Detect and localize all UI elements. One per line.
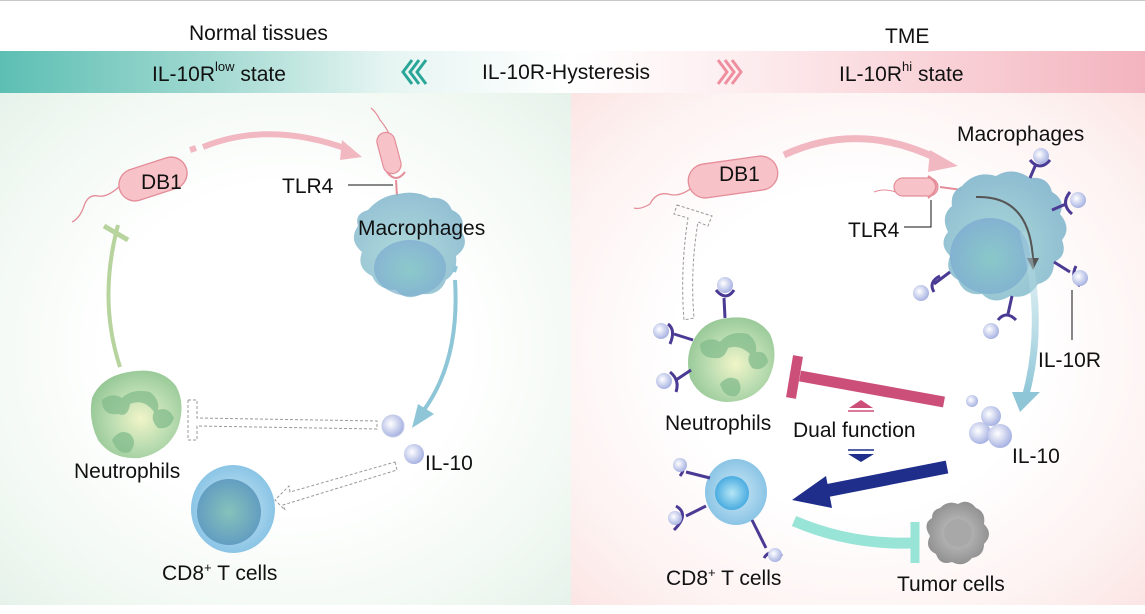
il10-cluster-icon bbox=[966, 395, 1012, 448]
il10-molecule-icon bbox=[381, 414, 405, 438]
db1-label-right: DB1 bbox=[719, 163, 760, 186]
il10-inhibits-neutrophil-bar bbox=[786, 355, 945, 408]
db1-bacterium-icon bbox=[71, 156, 188, 223]
il10-activates-cd8-arrow bbox=[792, 460, 949, 508]
tlr4-bacterium-icon bbox=[370, 107, 406, 197]
macrophages-label-right: Macrophages bbox=[957, 123, 1084, 146]
cd8-label-right: CD8+ T cells bbox=[666, 565, 781, 590]
il10-receptors-macrophage bbox=[930, 158, 1081, 322]
neutrophil-cell-left bbox=[90, 370, 182, 459]
il10-molecules-on-cd8 bbox=[668, 458, 782, 562]
tlr4-leader-line-right bbox=[904, 200, 932, 228]
tumor-cell bbox=[926, 501, 989, 565]
neutrophil-inhibits-db1-dashed bbox=[673, 204, 713, 321]
tme-panel bbox=[571, 93, 1145, 605]
tlr4-label: TLR4 bbox=[282, 175, 334, 198]
db1-to-macrophage-arrow bbox=[189, 131, 362, 160]
state-superscript: hi bbox=[902, 59, 913, 74]
tumor-cells-label: Tumor cells bbox=[897, 573, 1005, 596]
il10r-low-state-label: IL-10Rlow state bbox=[152, 59, 286, 87]
macrophage-cell-right bbox=[943, 171, 1067, 301]
cd8-suffix: T cells bbox=[212, 562, 278, 585]
cd8-superscript: + bbox=[708, 565, 716, 580]
receptors-neutrophil bbox=[667, 288, 736, 393]
neutrophils-label-right: Neutrophils bbox=[665, 412, 771, 435]
normal-tissues-panel bbox=[0, 93, 571, 605]
macrophage-to-il10-arrow bbox=[412, 265, 458, 428]
il10-label-right: IL-10 bbox=[1012, 445, 1060, 468]
normal-tissues-title: Normal tissues bbox=[189, 22, 328, 45]
tlr4-label-right: TLR4 bbox=[848, 219, 900, 242]
cd8-suffix: T cells bbox=[716, 567, 782, 590]
cd8-t-cell-left bbox=[191, 465, 275, 553]
cd8-label-left: CD8+ T cells bbox=[162, 560, 277, 585]
db1-to-macrophage-arrow-right bbox=[782, 135, 958, 172]
il10-to-cd8-dashed-arrow bbox=[274, 461, 398, 511]
state-suffix: state bbox=[234, 63, 286, 86]
state-suffix: state bbox=[912, 63, 964, 86]
neutrophil-cell-right bbox=[688, 317, 775, 402]
hysteresis-band bbox=[0, 51, 1145, 93]
chevrons-left-icon bbox=[401, 59, 428, 85]
tme-title: TME bbox=[885, 25, 930, 48]
cd8-t-cell-right bbox=[705, 459, 767, 525]
macrophages-label-left: Macrophages bbox=[358, 217, 485, 240]
db1-label: DB1 bbox=[141, 171, 182, 194]
chevrons-right-icon bbox=[716, 59, 743, 85]
dual-function-down-icon bbox=[848, 449, 874, 462]
il10r-hysteresis-label: IL-10R-Hysteresis bbox=[482, 61, 651, 84]
dual-function-up-icon bbox=[848, 400, 874, 412]
il10-inhibits-neutrophil-dashed bbox=[187, 399, 378, 441]
db1-bacterium-icon-right bbox=[633, 155, 779, 210]
neutrophil-inhibits-db1-line bbox=[102, 223, 130, 368]
cd8-superscript: + bbox=[204, 560, 212, 575]
top-divider bbox=[0, 0, 1145, 1]
il10r-label: IL-10R bbox=[1038, 349, 1101, 372]
cd8-prefix: CD8 bbox=[162, 562, 204, 585]
il10r-hi-state-label: IL-10Rhi state bbox=[839, 59, 964, 87]
neutrophils-label-left: Neutrophils bbox=[74, 460, 180, 483]
il10-label-left: IL-10 bbox=[425, 452, 473, 475]
il10-molecules-on-neutrophil bbox=[653, 277, 733, 389]
cd8-prefix: CD8 bbox=[666, 567, 708, 590]
dual-function-label: Dual function bbox=[793, 419, 916, 442]
il10-molecules-on-macrophage bbox=[913, 148, 1088, 339]
macrophage-to-il10-arrow-right bbox=[1012, 231, 1040, 412]
macrophage-cell-left bbox=[353, 192, 465, 298]
tlr4-bacterium-icon-right bbox=[873, 175, 963, 199]
il10-molecule-icon bbox=[404, 444, 424, 464]
state-prefix: IL-10R bbox=[839, 63, 903, 86]
cd8-inhibits-tumor-bar bbox=[791, 515, 920, 563]
state-superscript: low bbox=[215, 59, 235, 74]
state-prefix: IL-10R bbox=[152, 63, 216, 86]
